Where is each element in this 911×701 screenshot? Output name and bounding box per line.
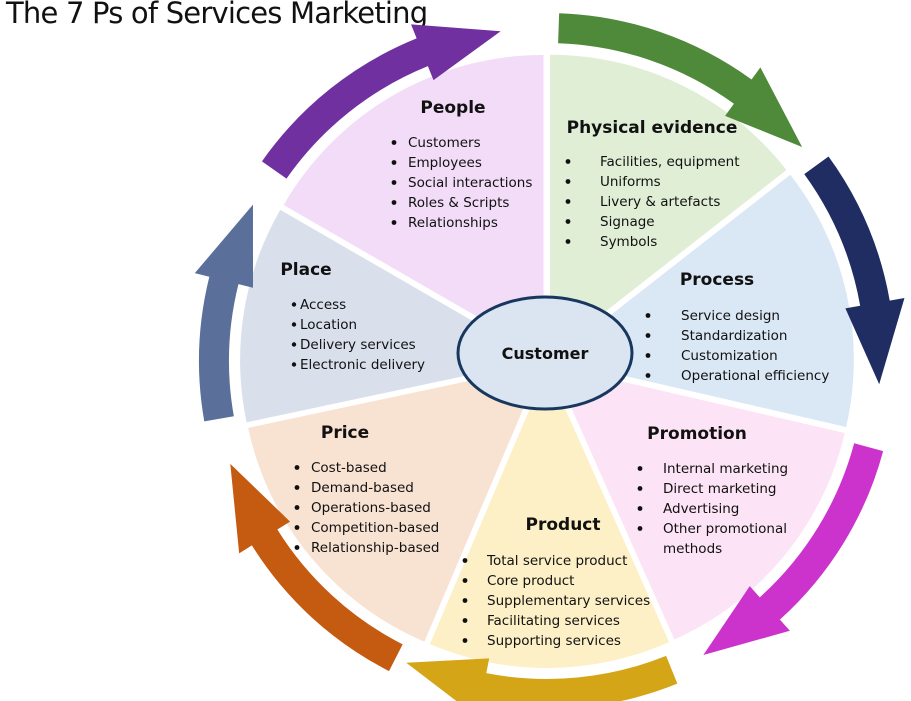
people-item: Employees: [408, 155, 482, 171]
wedge-people: [283, 54, 544, 355]
people-item: Roles & Scripts: [408, 195, 509, 211]
physical-evidence-title: Physical evidence: [567, 118, 738, 138]
hub: Customer: [456, 295, 634, 411]
wedge-price: [248, 365, 542, 642]
price-item: Demand-based: [311, 480, 414, 496]
bullet-icon: [291, 362, 297, 367]
bullet-icon: [645, 333, 651, 338]
bullet-icon: [462, 578, 468, 583]
arrow-process: [804, 156, 905, 385]
price-item: Relationship-based: [311, 540, 440, 556]
bullet-icon: [294, 485, 300, 490]
physical-evidence-item: Symbols: [600, 234, 657, 250]
process-item: Operational efficiency: [681, 368, 829, 384]
arrow-price: [230, 463, 403, 672]
promotion-item: methods: [663, 541, 722, 557]
place-item: Access: [300, 297, 346, 313]
bullet-icon: [637, 466, 643, 471]
place-item: Location: [300, 317, 357, 333]
bullet-icon: [645, 373, 651, 378]
process-item: Customization: [681, 348, 778, 364]
arrow-place: [194, 204, 254, 422]
product-title: Product: [526, 515, 601, 535]
product-item: Supplementary services: [487, 593, 650, 609]
price-item: Cost-based: [311, 460, 387, 476]
arrow-product: [406, 655, 678, 701]
bullet-icon: [462, 618, 468, 623]
process-title: Process: [680, 270, 754, 290]
product-item: Total service product: [486, 553, 627, 569]
wheel-arrows: [194, 13, 905, 701]
price-item: Competition-based: [311, 520, 439, 536]
bullet-icon: [294, 525, 300, 530]
promotion-item: Internal marketing: [663, 461, 788, 477]
bullet-icon: [391, 160, 397, 165]
hub-ellipse: [456, 295, 634, 411]
promotion-item: Other promotional: [663, 521, 787, 537]
product-item: Supporting services: [487, 633, 621, 649]
wedge-physical-evidence: [550, 54, 787, 355]
bullet-icon: [391, 200, 397, 205]
wedge-promotion: [552, 365, 845, 640]
bullet-icon: [291, 302, 297, 307]
arrow-physical-evidence: [558, 13, 803, 147]
arrow-people: [261, 24, 501, 179]
bullet-icon: [565, 239, 571, 244]
product-item: Facilitating services: [487, 613, 620, 629]
physical-evidence-item: Signage: [600, 214, 655, 230]
physical-evidence-item: Livery & artefacts: [600, 194, 720, 210]
bullet-icon: [391, 180, 397, 185]
bullet-icon: [637, 486, 643, 491]
bullet-icon: [462, 598, 468, 603]
hub-label: Customer: [502, 344, 589, 363]
bullet-icon: [565, 219, 571, 224]
wedge-product: [429, 367, 670, 668]
bullet-icon: [637, 506, 643, 511]
bullet-icon: [291, 322, 297, 327]
process-item: Standardization: [681, 328, 787, 344]
bullet-icon: [462, 558, 468, 563]
bullet-icon: [291, 342, 297, 347]
promotion-item: Advertising: [663, 501, 739, 517]
bullet-icon: [391, 220, 397, 225]
people-title: People: [420, 98, 485, 118]
place-item: Electronic delivery: [300, 357, 425, 373]
people-item: Customers: [408, 135, 481, 151]
place-title: Place: [280, 260, 331, 280]
arrow-promotion: [703, 443, 884, 656]
physical-evidence-item: Facilities, equipment: [600, 154, 740, 170]
bullet-icon: [565, 199, 571, 204]
bullet-icon: [565, 179, 571, 184]
bullet-icon: [645, 313, 651, 318]
promotion-title: Promotion: [647, 424, 747, 444]
bullet-icon: [565, 159, 571, 164]
price-item: Operations-based: [311, 500, 431, 516]
bullet-icon: [391, 140, 397, 145]
bullet-icon: [294, 465, 300, 470]
price-title: Price: [321, 423, 369, 443]
people-item: Relationships: [408, 215, 498, 231]
bullet-icon: [645, 353, 651, 358]
place-item: Delivery services: [300, 337, 416, 353]
bullet-icon: [462, 638, 468, 643]
bullet-icon: [294, 505, 300, 510]
people-item: Social interactions: [408, 175, 532, 191]
product-item: Core product: [487, 573, 574, 589]
bullet-icon: [294, 545, 300, 550]
physical-evidence-item: Uniforms: [600, 174, 661, 190]
promotion-item: Direct marketing: [663, 481, 777, 497]
bullet-icon: [637, 526, 643, 531]
process-item: Service design: [681, 308, 780, 324]
diagram-title: The 7 Ps of Services Marketing: [6, 0, 428, 30]
